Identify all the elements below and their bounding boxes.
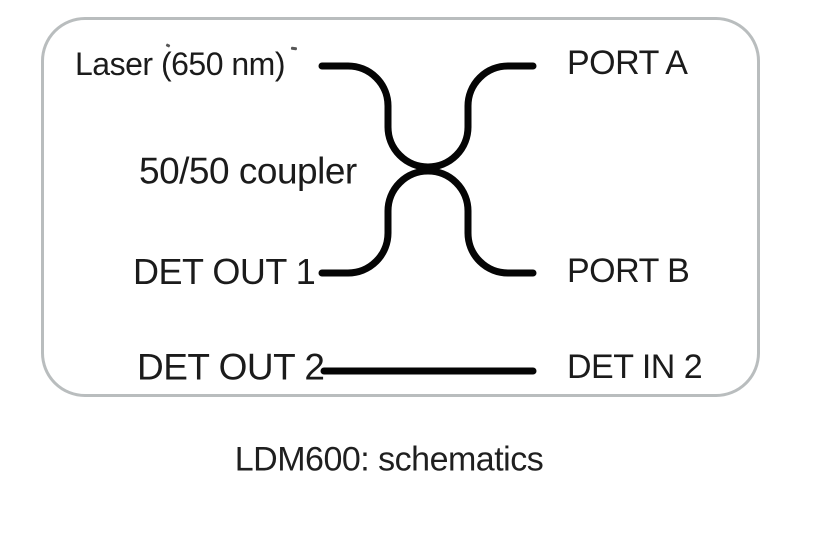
- port-b-label: PORT B: [567, 252, 690, 290]
- coupler-label: 50/50 coupler: [139, 150, 357, 192]
- det-out-1-label: DET OUT 1: [133, 251, 316, 292]
- schematic-border-box: [41, 17, 760, 397]
- det-in-2-label: DET IN 2: [567, 348, 703, 386]
- figure-caption: LDM600: schematics: [234, 440, 544, 479]
- laser-label: Laser (650 nm): [75, 46, 285, 82]
- port-a-label: PORT A: [567, 44, 688, 82]
- det-out-2-label: DET OUT 2: [137, 346, 325, 388]
- fiber-lower-curve: [318, 167, 537, 277]
- fiber-upper-curve: [318, 62, 537, 171]
